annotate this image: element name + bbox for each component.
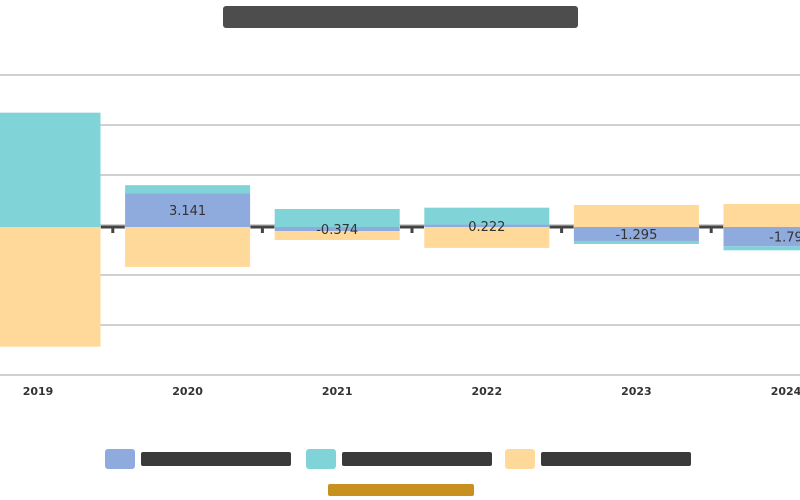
bar-2024-series-1 xyxy=(723,227,800,247)
x-tick-label: 2024 xyxy=(771,385,800,398)
source-note xyxy=(328,484,474,496)
bar-2022-series-2 xyxy=(424,207,550,225)
legend-label xyxy=(141,452,291,466)
legend-label xyxy=(342,452,492,466)
bar-2023-series-3 xyxy=(573,204,699,227)
legend-swatch xyxy=(306,449,336,469)
x-tick-label: 2023 xyxy=(621,385,652,398)
bar-2021-series-1 xyxy=(274,227,400,232)
legend-swatch xyxy=(105,449,135,469)
x-tick-label: 2019 xyxy=(23,385,54,398)
x-tick-label: 2020 xyxy=(172,385,203,398)
bar-2024-series-2 xyxy=(723,246,800,251)
legend-label xyxy=(541,452,691,466)
legend-item-series-2[interactable] xyxy=(306,448,492,470)
bar-2019-series-3 xyxy=(0,227,101,347)
data-label: 0.222 xyxy=(468,220,505,235)
bar-2022-series-1 xyxy=(424,224,550,227)
bar-2022-series-3 xyxy=(424,227,550,248)
bar-2020-series-3 xyxy=(125,227,251,267)
legend-swatch xyxy=(505,449,535,469)
legend xyxy=(0,448,800,470)
bar-2023-series-1 xyxy=(573,227,699,241)
bar-2023-series-2 xyxy=(573,240,699,244)
data-label: -1.79 xyxy=(769,231,800,246)
bar-2024-series-3 xyxy=(723,204,800,227)
bar-2021-series-2 xyxy=(274,208,400,227)
bar-2021-series-3 xyxy=(274,231,400,240)
bar-2020-series-2 xyxy=(125,185,251,194)
chart-plot: 2019 3.141 2020 -0.374 2021 0.222 2022 -1.295 20… xyxy=(0,74,800,398)
data-label: 3.141 xyxy=(169,204,206,219)
x-tick-label: 2021 xyxy=(322,385,353,398)
legend-item-series-3[interactable] xyxy=(505,448,691,470)
data-label: -0.374 xyxy=(316,223,358,238)
chart-title-text xyxy=(222,6,578,28)
data-label: -1.295 xyxy=(615,228,657,243)
legend-item-series-1[interactable] xyxy=(105,448,291,470)
x-tick-label: 2022 xyxy=(471,385,502,398)
chart-title xyxy=(0,4,800,32)
bar-2020-series-1 xyxy=(125,193,251,227)
bar-2019-series-2 xyxy=(0,112,101,227)
